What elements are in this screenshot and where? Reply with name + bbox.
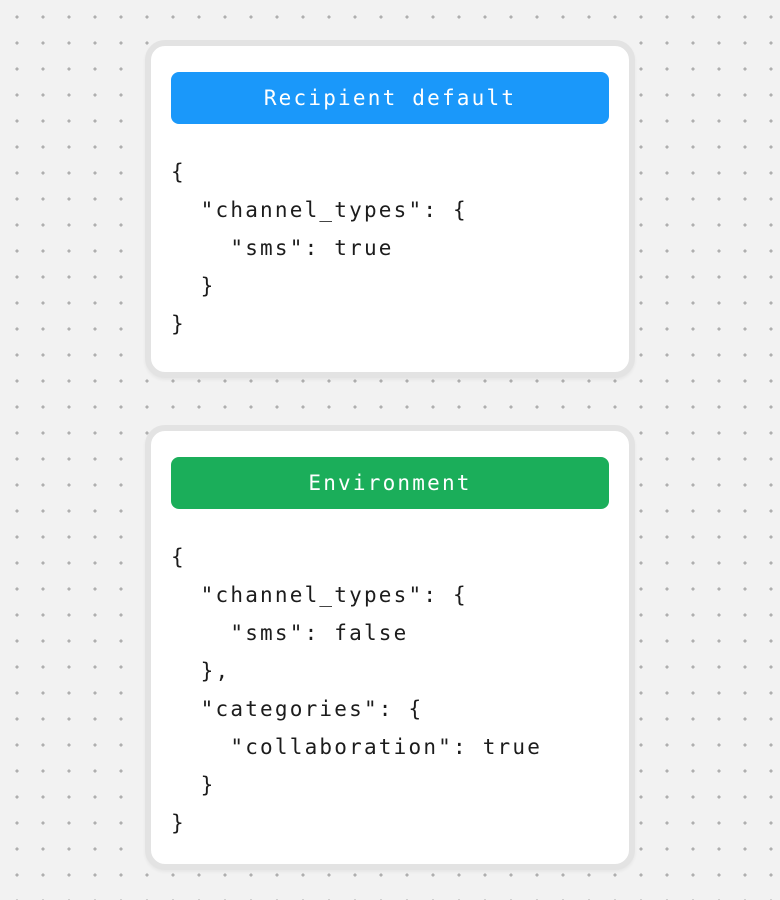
- code-line: }: [171, 773, 216, 797]
- code-line: {: [171, 545, 186, 569]
- code-line: "collaboration": true: [171, 735, 543, 759]
- code-line: }: [171, 274, 216, 298]
- code-line: {: [171, 160, 186, 184]
- code-line: }: [171, 312, 186, 336]
- environment-json: { "channel_types": { "sms": false }, "ca…: [171, 538, 609, 842]
- code-line: "channel_types": {: [171, 583, 468, 607]
- card-environment: Environment { "channel_types": { "sms": …: [145, 425, 635, 870]
- recipient-default-badge: Recipient default: [171, 72, 609, 124]
- code-line: },: [171, 659, 231, 683]
- code-line: }: [171, 811, 186, 835]
- code-line: "sms": false: [171, 621, 409, 645]
- code-line: "channel_types": {: [171, 198, 468, 222]
- code-line: "categories": {: [171, 697, 424, 721]
- code-line: "sms": true: [171, 236, 394, 260]
- recipient-default-json: { "channel_types": { "sms": true } }: [171, 153, 609, 343]
- card-recipient-default: Recipient default { "channel_types": { "…: [145, 40, 635, 378]
- environment-badge: Environment: [171, 457, 609, 509]
